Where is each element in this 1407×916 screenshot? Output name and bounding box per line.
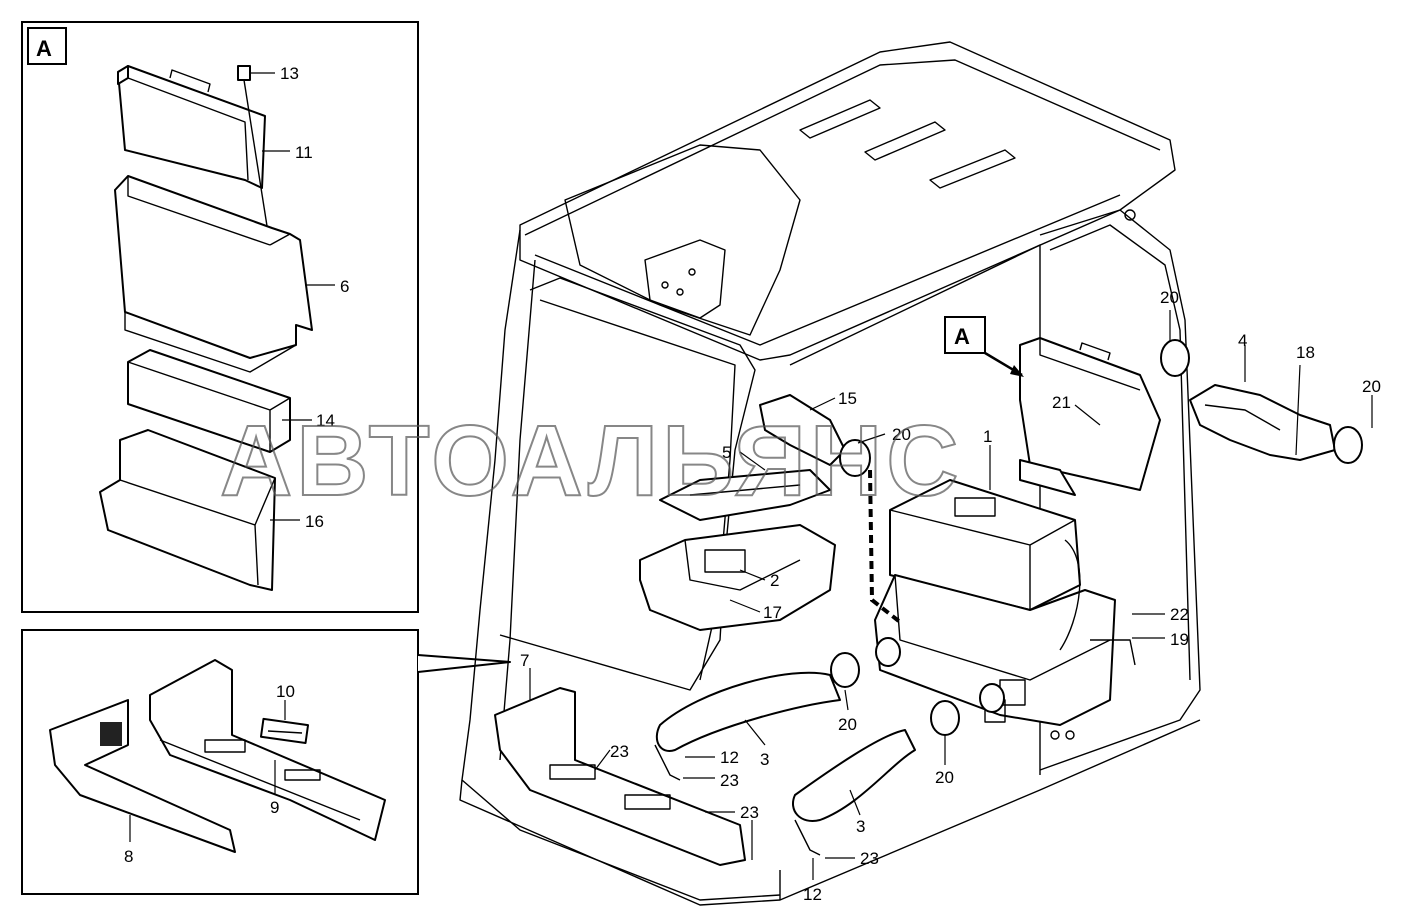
cab-frame	[459, 41, 1201, 906]
callout-15: 15	[838, 389, 857, 408]
callout-22: 22	[1170, 605, 1189, 624]
hose-3-upper-part	[655, 637, 901, 752]
floor-duct-right-part	[149, 659, 386, 841]
filter-element-part	[127, 349, 291, 453]
callout-6: 6	[340, 277, 349, 296]
callout-20-e: 20	[1362, 377, 1381, 396]
callout-21: 21	[1052, 393, 1071, 412]
callout-7: 7	[520, 651, 529, 670]
callout-23-c: 23	[720, 771, 739, 790]
callout-20-d: 20	[1160, 288, 1179, 307]
callout-3-b: 3	[856, 817, 865, 836]
callout-18: 18	[1296, 343, 1315, 362]
main-callouts: 7 23 12 23 23 3 20 20 3 12 23 15 5 20 2 …	[520, 288, 1381, 904]
callout-5: 5	[722, 443, 731, 462]
callout-12-b: 12	[803, 885, 822, 904]
floor-duct-detail-panel: 10 9 8	[21, 629, 511, 895]
floor-duct-left-part	[49, 699, 236, 853]
callout-17: 17	[763, 603, 782, 622]
callout-14: 14	[316, 411, 335, 430]
callout-23-d: 23	[860, 849, 879, 868]
callout-23-a: 23	[610, 742, 629, 761]
callout-11: 11	[295, 143, 313, 162]
callout-13: 13	[280, 64, 299, 83]
callout-10: 10	[276, 682, 295, 701]
callout-8: 8	[124, 847, 133, 866]
duct-4-part	[1160, 339, 1363, 464]
heater-unit-part	[874, 479, 1136, 740]
callout-1: 1	[983, 427, 992, 446]
cab-a-label: A	[954, 324, 970, 349]
callout-16: 16	[305, 512, 324, 531]
duct-part	[99, 429, 276, 591]
callout-4: 4	[1238, 331, 1247, 350]
filter-cover-part	[117, 65, 266, 189]
grille-part	[259, 717, 310, 744]
detail-a-panel: A	[21, 21, 419, 613]
callout-20-a: 20	[838, 715, 857, 734]
callout-12-a: 12	[720, 748, 739, 767]
callout-2: 2	[770, 571, 779, 590]
floor-duct-7-part	[494, 687, 746, 866]
blower-housing-part	[639, 524, 836, 631]
callout-23-b: 23	[740, 803, 759, 822]
callout-19: 19	[1170, 630, 1189, 649]
filter-housing-part	[114, 175, 313, 373]
cab-filter-box-part: A	[944, 316, 1161, 496]
air-duct-15-part	[659, 394, 871, 521]
detail-a-label: A	[36, 36, 52, 61]
callout-20-c: 20	[892, 425, 911, 444]
watermark: АВТОАЛЬЯНС	[220, 405, 963, 517]
callout-3-a: 3	[760, 750, 769, 769]
callout-20-b: 20	[935, 768, 954, 787]
callout-9: 9	[270, 798, 279, 817]
